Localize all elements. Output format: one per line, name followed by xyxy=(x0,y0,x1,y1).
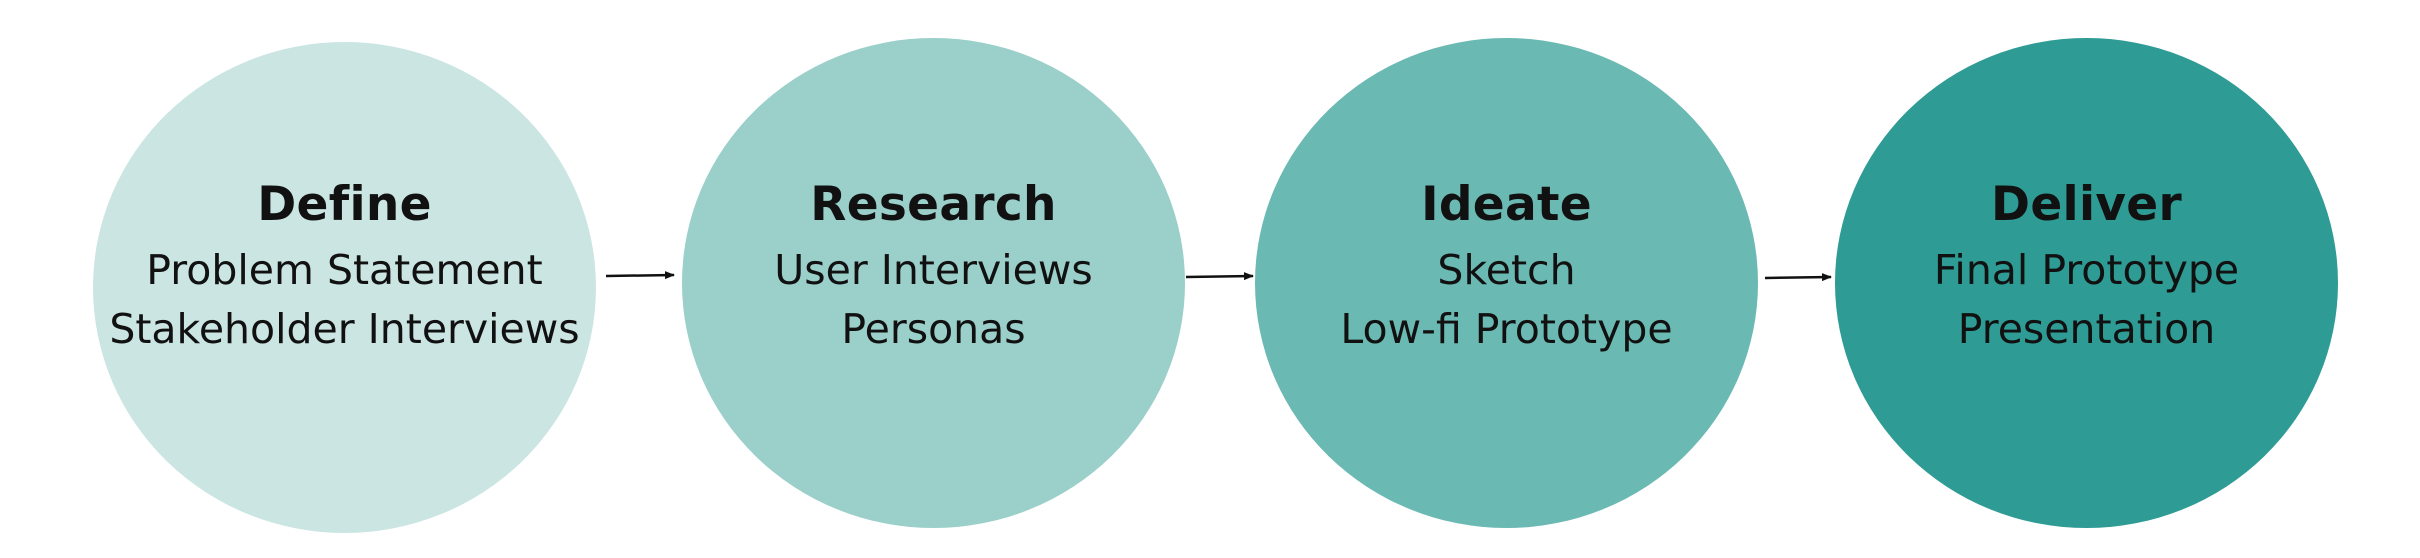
stage-define: Define Problem Statement Stakeholder Int… xyxy=(93,42,596,533)
stage-item: Low-fi Prototype xyxy=(1340,305,1673,353)
stage-research: Research User Interviews Personas xyxy=(682,38,1185,528)
arrow-define-to-research-arrow-icon xyxy=(605,271,675,280)
stage-item: Sketch xyxy=(1437,246,1576,294)
stage-item: Personas xyxy=(841,305,1026,353)
arrow-ideate-to-deliver-arrow-icon xyxy=(1764,273,1832,282)
stage-item: Problem Statement xyxy=(146,246,543,294)
stage-item: Presentation xyxy=(1957,305,2216,353)
stage-item: Final Prototype xyxy=(1933,246,2240,294)
stage-title: Research xyxy=(810,177,1057,232)
arrow-research-to-ideate-arrow-icon xyxy=(1185,272,1254,281)
stage-ideate: Ideate Sketch Low-fi Prototype xyxy=(1255,38,1758,528)
stage-title: Ideate xyxy=(1421,177,1592,232)
stage-title: Deliver xyxy=(1991,177,2182,232)
stage-deliver: Deliver Final Prototype Presentation xyxy=(1835,38,2338,528)
stage-title: Define xyxy=(257,177,432,232)
stage-item: User Interviews xyxy=(774,246,1093,294)
stage-item: Stakeholder Interviews xyxy=(109,305,580,353)
